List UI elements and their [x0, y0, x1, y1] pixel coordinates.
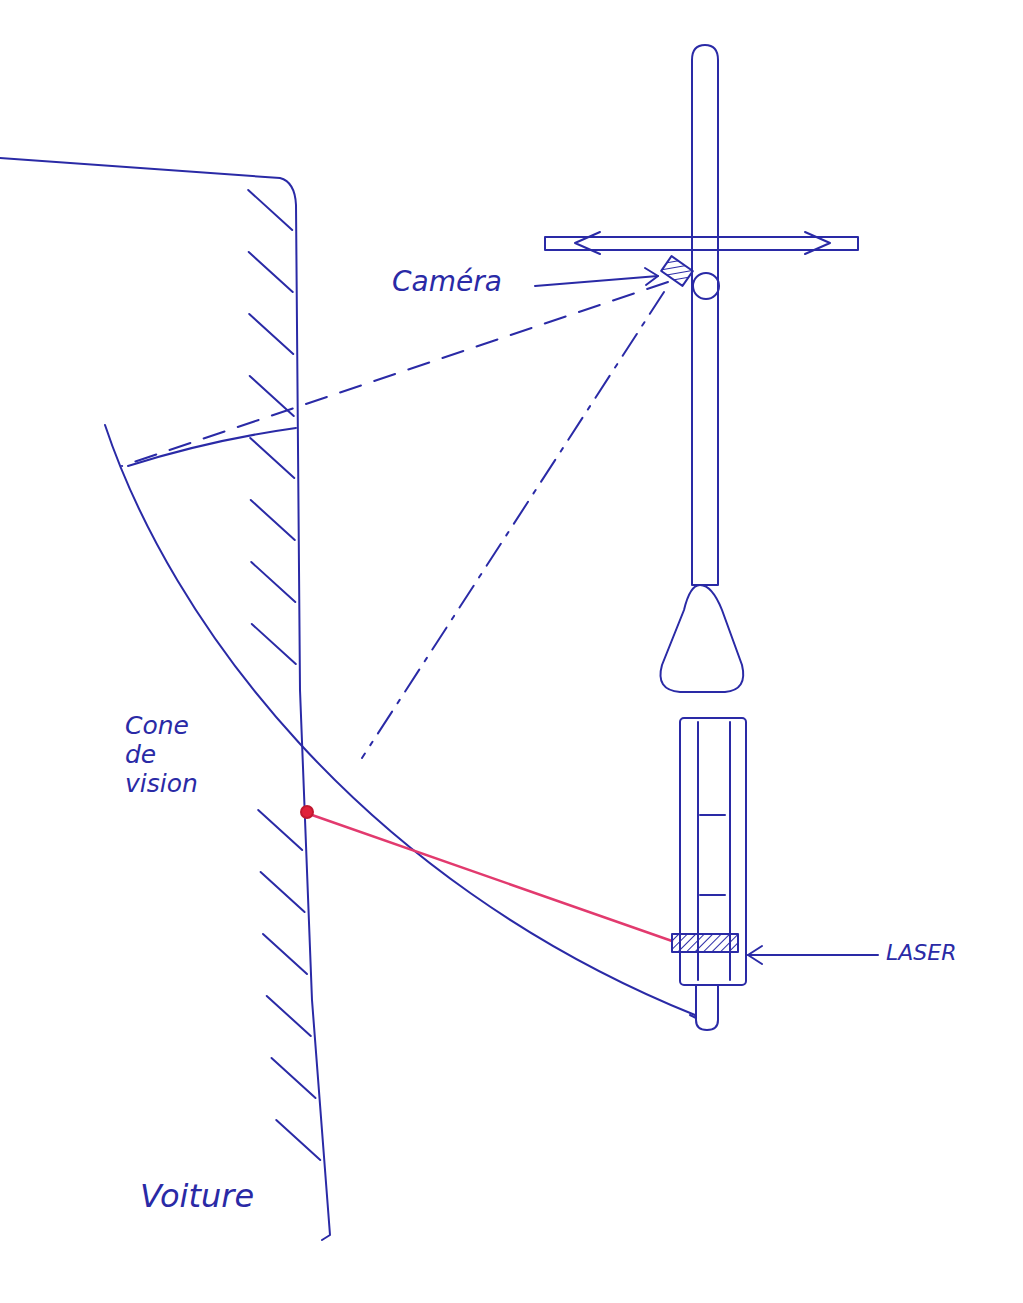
camera-leader [535, 276, 658, 286]
hatch-stroke [249, 252, 293, 292]
laser-beam [312, 815, 672, 941]
vision-ray-upper [122, 282, 668, 466]
seat [660, 585, 743, 692]
hatch-stroke [248, 190, 292, 230]
hatch-stroke [258, 810, 302, 850]
battery-tick [700, 894, 725, 896]
handlebar [545, 237, 858, 250]
car-hatching [248, 190, 320, 1160]
camera-body [661, 256, 693, 286]
stem [692, 45, 718, 585]
laser-leader [748, 954, 878, 956]
car-outline [0, 158, 330, 1240]
handlebar-arrow-left [575, 232, 600, 254]
hatch-stroke [272, 1058, 316, 1098]
laser-label: LASER [886, 940, 956, 965]
hatch-stroke [249, 314, 293, 354]
fork-tube [696, 985, 718, 1030]
handlebar-arrow-right [805, 232, 830, 254]
laser-module [672, 934, 738, 952]
hatch-stroke [263, 934, 307, 974]
hatch-stroke [251, 562, 295, 602]
laser-leader-head [748, 946, 762, 964]
vision-arc-outer [105, 425, 695, 1015]
vision-cone-label: Cone de vision [125, 712, 215, 798]
camera-mount [693, 273, 719, 299]
vision-arc-top [128, 428, 296, 466]
car-label: Voiture [140, 1178, 254, 1215]
hatch-stroke [250, 438, 294, 478]
hatch-stroke [251, 500, 295, 540]
vision-ray-lower [362, 292, 664, 758]
camera-label: Caméra [392, 266, 502, 298]
hatch-stroke [252, 624, 296, 664]
wheel-edge [690, 1015, 696, 1018]
stem-handle-joint [691, 237, 693, 270]
camera-leader-head [645, 268, 658, 285]
battery-tick [700, 814, 725, 816]
hatch-stroke [267, 996, 311, 1036]
hatch-stroke [261, 872, 305, 912]
laser-dot [301, 806, 313, 818]
hatch-stroke [276, 1120, 320, 1160]
